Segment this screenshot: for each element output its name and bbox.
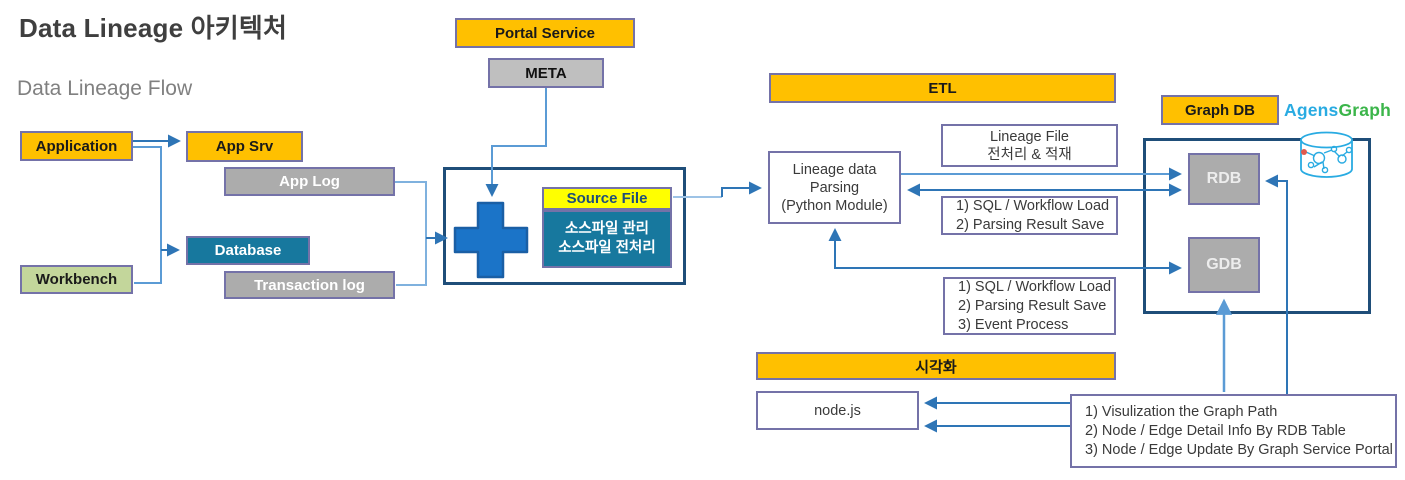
header-visualization: 시각화 [756, 352, 1116, 380]
source-file-desc-line1: 소스파일 관리 [564, 221, 650, 237]
page-title: Data Lineage 아키텍처 [19, 13, 288, 43]
viz-note-line2: 2) Node / Edge Detail Info By RDB Table [1085, 422, 1346, 439]
node-portal-service: Portal Service [455, 18, 635, 48]
lineage-parsing-line2: Parsing [809, 179, 860, 196]
connector-application-workbench-trunk [133, 146, 162, 284]
gdb-note-line2: 2) Parsing Result Save [958, 297, 1107, 314]
viz-note-line3: 3) Node / Edge Update By Graph Service P… [1085, 441, 1393, 458]
node-transaction-log: Transaction log [224, 271, 395, 299]
agensgraph-logo-graph: Graph [1338, 100, 1392, 120]
gdb-note-line3: 3) Event Process [958, 316, 1069, 333]
source-file-desc-line2: 소스파일 전처리 [558, 240, 656, 256]
node-source-file: Source File [542, 187, 672, 210]
node-app-srv: App Srv [186, 131, 303, 162]
arrow-parsing-gdb-duplex [828, 228, 1182, 275]
node-application: Application [20, 131, 133, 161]
agensgraph-logo: AgensGraph [1284, 100, 1391, 121]
lineage-parsing-line3: (Python Module) [781, 197, 888, 214]
lineage-file-line1: Lineage File [990, 128, 1069, 145]
source-file-module-container [443, 167, 686, 285]
rdb-note-line2: 2) Parsing Result Save [956, 216, 1105, 233]
lineage-parsing-line1: Lineage data [792, 161, 877, 178]
note-rdb-actions: 1) SQL / Workflow Load 2) Parsing Result… [941, 196, 1118, 235]
note-gdb-actions: 1) SQL / Workflow Load 2) Parsing Result… [943, 277, 1116, 335]
arrow-sourcefile-to-parsing [721, 181, 762, 197]
viz-note-line1: 1) Visulization the Graph Path [1085, 403, 1278, 420]
node-meta: META [488, 58, 604, 88]
node-rdb: RDB [1188, 153, 1260, 205]
agensgraph-logo-agens: Agens [1284, 100, 1339, 120]
note-visualization-actions: 1) Visulization the Graph Path 2) Node /… [1070, 394, 1397, 468]
source-file-desc: 소스파일 관리 소스파일 전처리 [542, 210, 672, 268]
node-nodejs: node.js [756, 391, 919, 430]
lineage-file-line2: 전처리 & 적재 [987, 146, 1072, 163]
nodejs-label: node.js [814, 402, 861, 419]
header-graph-db: Graph DB [1161, 95, 1279, 125]
node-lineage-parsing: Lineage data Parsing (Python Module) [768, 151, 901, 224]
node-gdb: GDB [1188, 237, 1260, 293]
node-app-log: App Log [224, 167, 395, 196]
node-database: Database [186, 236, 310, 265]
diagram-subtitle: Data Lineage Flow [17, 77, 193, 100]
node-workbench: Workbench [20, 265, 133, 294]
rdb-note-line1: 1) SQL / Workflow Load [956, 197, 1110, 214]
graph-db-container [1143, 138, 1371, 314]
gdb-note-line1: 1) SQL / Workflow Load [958, 278, 1112, 295]
note-lineage-file: Lineage File 전처리 & 적재 [941, 124, 1118, 167]
connector-logs-trunk [395, 181, 427, 286]
header-etl: ETL [769, 73, 1116, 103]
